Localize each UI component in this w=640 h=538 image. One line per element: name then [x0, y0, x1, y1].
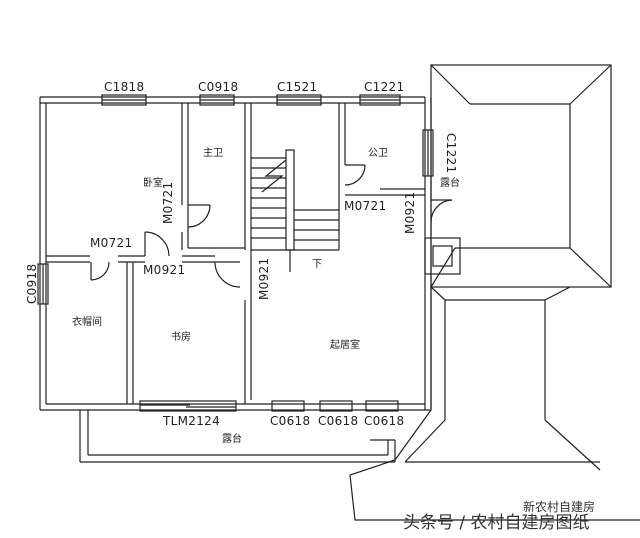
door-label-m0921-right: M0921 [403, 192, 417, 234]
window-label-c0918-top: C0918 [198, 80, 238, 94]
door-label-m0721-closet: M0721 [90, 236, 132, 250]
room-terrace-bottom: 露台 [222, 432, 242, 445]
window-label-c1521: C1521 [277, 80, 317, 94]
bottom-terrace [79, 410, 396, 463]
window-label-c0618-a: C0618 [270, 414, 310, 428]
room-bedroom: 卧室 [143, 176, 163, 189]
window-label-c0618-b: C0618 [318, 414, 358, 428]
window-label-c0918-left: C0918 [25, 264, 39, 304]
room-terrace-right: 露台 [440, 176, 460, 189]
window-label-c0618-c: C0618 [364, 414, 404, 428]
watermark-small: 新农村自建房 [523, 499, 595, 514]
room-closet: 衣帽间 [72, 315, 102, 328]
interior-walls [46, 103, 425, 404]
staircase [251, 149, 339, 272]
bottom-roof [349, 286, 640, 521]
door-label-m0921-living: M0921 [257, 258, 271, 300]
watermark-main: 头条号 / 农村自建房图纸 [403, 513, 590, 533]
window-label-c1221-top: C1221 [364, 80, 404, 94]
room-living: 起居室 [330, 338, 360, 351]
room-public-bath: 公卫 [368, 148, 388, 159]
door-label-m0721-bath: M0721 [344, 199, 386, 213]
door-label-tlm2124: TLM2124 [162, 414, 220, 428]
door-label-m0721-bedroom: M0721 [161, 182, 175, 224]
door-label-m0921-study: M0921 [143, 263, 185, 277]
window-label-c1221-right: C1221 [444, 133, 458, 173]
outer-walls [39, 96, 432, 411]
right-terrace-roof [424, 64, 612, 288]
stair-down-label: 下 [312, 259, 322, 270]
side-windows [37, 129, 434, 412]
window-label-c1818: C1818 [104, 80, 144, 94]
room-master-bath: 主卫 [203, 147, 223, 159]
top-windows [101, 94, 401, 106]
room-study: 书房 [171, 330, 191, 343]
